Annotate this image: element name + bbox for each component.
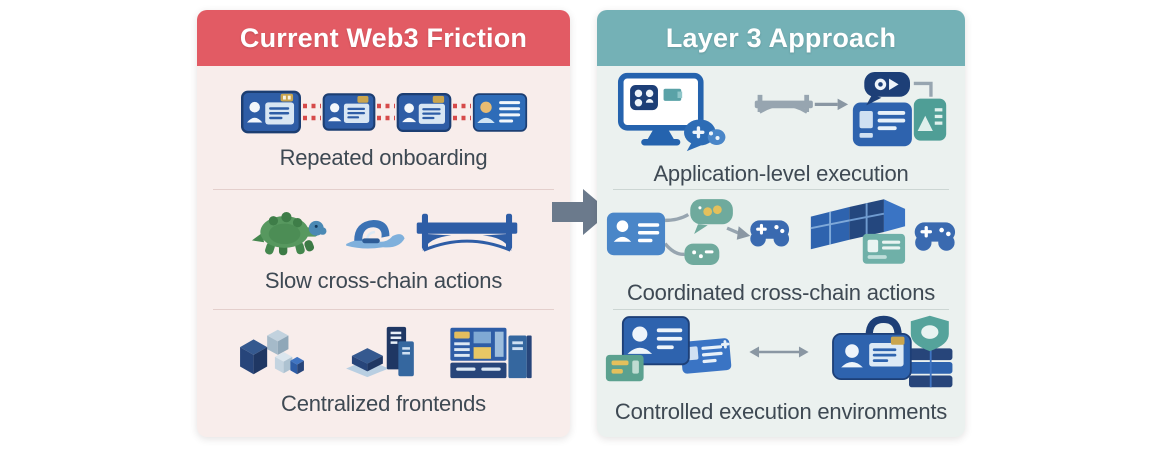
right-row-controlled-execution: Controlled execution environments xyxy=(597,310,965,429)
id-cards-group-icon xyxy=(605,316,732,382)
row-divider xyxy=(213,309,554,310)
right-panel-body: Application-level execution xyxy=(597,66,965,437)
app-monitor-chat-icon xyxy=(617,72,726,152)
left-panel-body: Repeated onboarding xyxy=(197,66,570,437)
double-arrow-icon xyxy=(749,346,809,358)
left-panel: Current Web3 Friction xyxy=(197,10,570,437)
dashed-link-icon xyxy=(302,103,321,121)
dashed-link-icon xyxy=(452,103,471,121)
id-card-icon xyxy=(396,92,451,132)
right-panel-header: Layer 3 Approach xyxy=(597,10,965,66)
application-level-icons xyxy=(613,72,949,152)
bridge-icon xyxy=(416,213,517,252)
slow-cross-chain-icons xyxy=(249,205,519,259)
row-label: Centralized frontends xyxy=(281,391,486,416)
id-card-messages-to-controller-icon xyxy=(606,199,790,265)
row-label: Repeated onboarding xyxy=(279,145,488,170)
turtle-icon xyxy=(251,211,326,256)
blocks-cluster-icon xyxy=(239,329,304,375)
right-panel-title: Layer 3 Approach xyxy=(665,22,897,53)
server-console-icon xyxy=(449,327,532,379)
block-on-pallet-server-icon xyxy=(345,326,414,378)
left-row-centralized-frontends: Centralized frontends xyxy=(197,310,570,429)
coordinated-cross-chain-icons xyxy=(605,193,957,271)
centralized-frontends-icons xyxy=(234,322,534,382)
bridge-arrow-to-app-cards-icon xyxy=(754,72,947,147)
left-row-slow-cross-chain: Slow cross-chain actions xyxy=(197,190,570,309)
row-divider xyxy=(213,189,554,190)
right-panel: Layer 3 Approach xyxy=(597,10,965,437)
left-row-repeated-onboarding: Repeated onboarding xyxy=(197,70,570,189)
row-label: Coordinated cross-chain actions xyxy=(626,280,936,305)
left-panel-header: Current Web3 Friction xyxy=(197,10,570,66)
right-row-coordinated-cross-chain: Coordinated cross-chain actions xyxy=(597,190,965,309)
repeated-onboarding-icons xyxy=(240,88,528,136)
snail-icon xyxy=(345,220,405,249)
row-label: Application-level execution xyxy=(653,161,909,186)
id-card-alt-icon xyxy=(472,92,527,132)
row-divider xyxy=(613,189,949,190)
left-panel-title: Current Web3 Friction xyxy=(239,22,528,53)
row-label: Controlled execution environments xyxy=(614,399,948,424)
row-divider xyxy=(613,309,949,310)
right-row-application-level: Application-level execution xyxy=(597,70,965,189)
id-card-icon xyxy=(240,90,301,134)
dashed-link-icon xyxy=(376,103,395,121)
id-card-icon xyxy=(322,93,375,131)
locked-id-shield-server-icon xyxy=(832,315,953,388)
wallet-id-card-controller-icon xyxy=(810,199,956,264)
row-label: Slow cross-chain actions xyxy=(264,268,503,293)
controlled-execution-icons xyxy=(604,314,958,390)
right-arrow-icon xyxy=(552,189,610,235)
